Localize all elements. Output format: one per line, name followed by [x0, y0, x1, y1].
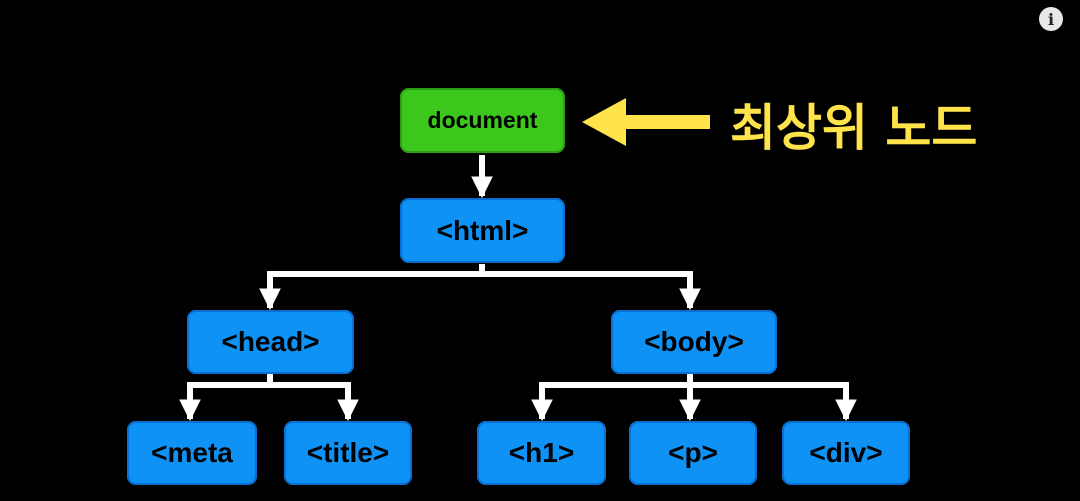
node-h1: <h1> [477, 421, 606, 485]
node-html: <html> [400, 198, 565, 263]
node-document: document [400, 88, 565, 153]
callout-arrow [582, 98, 710, 146]
node-div: <div> [782, 421, 910, 485]
node-meta: <meta [127, 421, 257, 485]
node-p: <p> [629, 421, 757, 485]
callout-label: 최상위 노드 [730, 99, 978, 157]
node-body: <body> [611, 310, 777, 374]
node-title: <title> [284, 421, 412, 485]
node-head: <head> [187, 310, 354, 374]
info-icon[interactable]: i [1039, 7, 1063, 31]
